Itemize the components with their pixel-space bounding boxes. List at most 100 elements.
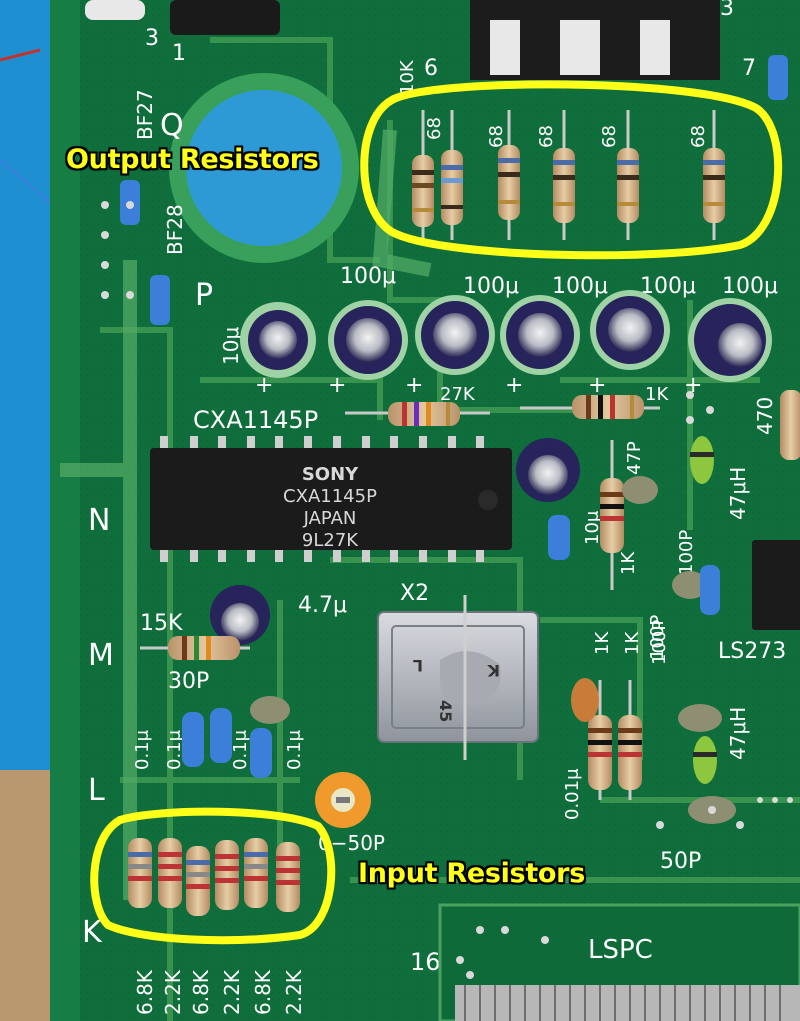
silk-100p-1: 100P — [676, 530, 697, 575]
silk-01u-4: 0.1μ — [284, 729, 305, 770]
input-resistors-label: Input Resistors — [358, 858, 585, 889]
silk-100p-3: 100P — [649, 620, 670, 665]
input-resistor-3 — [186, 846, 210, 916]
silk-1k-top: 1K — [645, 384, 669, 405]
silk-47uh-2: 47μH — [726, 707, 750, 760]
label-out-r5: 68 — [688, 125, 709, 148]
blue-caps-01u — [182, 708, 272, 778]
silk-6: 6 — [424, 56, 438, 81]
silk-bf27: BF27 — [133, 89, 157, 140]
silk-15k: 15K — [140, 611, 183, 636]
ic-ls273 — [752, 540, 800, 630]
input-resistor-5 — [244, 838, 268, 908]
horizontal-resistors — [140, 395, 660, 660]
silk-row-m: M — [88, 638, 114, 673]
silk-10u-2: 10μ — [582, 510, 603, 545]
label-out-r4: 68 — [599, 125, 620, 148]
output-resistor-4 — [553, 148, 575, 223]
input-resistor-6 — [276, 842, 300, 912]
silk-100u-4: 100μ — [640, 274, 696, 299]
svg-text:+: + — [405, 373, 423, 398]
crystal-x2: K 45 L — [377, 595, 539, 760]
silk-row-p: P — [195, 278, 213, 313]
top-connector-left — [170, 0, 280, 35]
chip-country: JAPAN — [303, 508, 357, 529]
output-resistors-highlight — [360, 80, 783, 260]
silk-30p: 30P — [168, 669, 209, 694]
silk-10k: 10K — [397, 59, 418, 95]
silk-100u-3: 100μ — [552, 274, 608, 299]
resistor-1k-mid — [600, 478, 624, 553]
mounting-hole — [186, 90, 342, 246]
crystal-mark-k: K — [487, 661, 500, 680]
blue-capacitor-top-right — [768, 55, 788, 100]
silk-ls273: LS273 — [718, 639, 786, 664]
silk-4-7u: 4.7μ — [298, 593, 347, 618]
silk-1k-a: 1K — [592, 631, 613, 655]
ceramic-cap-001u — [571, 678, 599, 722]
silk-10u: 10μ — [219, 327, 243, 365]
output-resistor-5 — [617, 148, 639, 223]
input-resistor-1 — [128, 838, 152, 908]
red-wire — [0, 48, 41, 62]
silk-x2: X2 — [400, 581, 429, 606]
silk-row-q: Q — [160, 108, 184, 143]
silk-lspc: LSPC — [588, 935, 653, 965]
silk-row-n: N — [88, 503, 110, 538]
solder-pads — [101, 201, 793, 979]
blue-capacitor-bf28 — [150, 275, 170, 325]
chip-brand: SONY — [302, 464, 359, 485]
output-resistor-6 — [703, 148, 725, 223]
crystal-mark-l: L — [413, 656, 423, 675]
blue-capacitor-mid — [548, 515, 570, 560]
silk-01u-2: 0.1μ — [164, 729, 185, 770]
input-resistors — [128, 838, 300, 916]
silk-100p-2: 100P — [647, 615, 668, 660]
ic-cxa1145p: SONY CXA1145P JAPAN 9L27K — [150, 436, 512, 562]
silk-row-l: L — [88, 773, 105, 808]
output-resistor-1 — [412, 155, 434, 227]
label-in-r6: 2.2K — [282, 969, 306, 1015]
chip-part: CXA1145P — [283, 486, 377, 507]
silk-1: 1 — [172, 41, 186, 66]
silk-row-k: K — [82, 915, 103, 950]
inductor-47uh-2 — [693, 736, 717, 784]
svg-text:+: + — [255, 373, 273, 398]
svg-text:+: + — [588, 373, 606, 398]
resistor-470 — [780, 390, 800, 460]
label-out-r1: 68 — [424, 117, 445, 140]
label-in-r5: 6.8K — [251, 969, 275, 1015]
silk-bf28: BF28 — [163, 204, 187, 255]
silk-cxa1145p: CXA1145P — [193, 406, 318, 434]
ceramic-cap-100p — [672, 571, 708, 599]
input-resistors-highlight — [90, 807, 336, 945]
label-out-r3: 68 — [536, 125, 557, 148]
resistor-15k — [168, 636, 240, 660]
ceramic-cap-47p — [622, 476, 658, 504]
blue-capacitor-right — [700, 565, 720, 615]
vertical-resistors-right — [588, 390, 800, 800]
silk-100u-1: 100μ — [340, 264, 396, 289]
label-in-r1: 6.8K — [133, 969, 157, 1015]
output-resistor-3 — [498, 145, 520, 220]
inductor-47uh-1 — [690, 436, 714, 484]
input-resistor-labels: 6.8K 2.2K 6.8K 2.2K 6.8K 2.2K — [133, 969, 306, 1015]
silk-1k-mid: 1K — [618, 551, 639, 575]
ceramic-cap-100p-3 — [678, 704, 722, 732]
output-resistor-labels: 68 68 68 68 68 — [424, 117, 709, 148]
electrolytic-capacitors — [210, 290, 772, 645]
input-resistor-4 — [215, 840, 239, 910]
ceramic-cap-30p — [250, 696, 290, 724]
output-resistors-label: Output Resistors — [66, 144, 319, 175]
silk-7: 7 — [742, 56, 756, 81]
silk-001u: 0.01μ — [562, 768, 583, 820]
silk-3a: 3 — [145, 26, 159, 51]
svg-text:+: + — [505, 373, 523, 398]
crystal-mark-45: 45 — [436, 700, 455, 722]
silk-50p: 50P — [660, 849, 701, 874]
output-resistors — [412, 110, 725, 240]
label-in-r3: 6.8K — [189, 969, 213, 1015]
input-resistor-2 — [158, 838, 182, 908]
silk-470: 470 — [753, 397, 777, 435]
